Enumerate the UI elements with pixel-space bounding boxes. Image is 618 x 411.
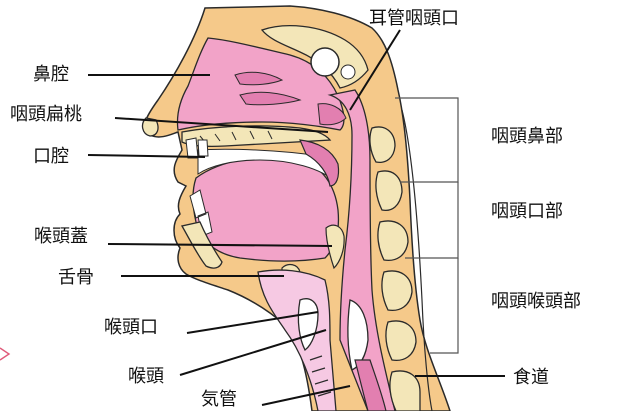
label-larynx: 喉頭 — [128, 366, 164, 387]
left-edge-marker — [0, 348, 9, 360]
label-oropharynx: 咽頭口部 — [491, 201, 563, 222]
label-epiglottis: 喉頭蓋 — [34, 226, 88, 247]
vertebral-body — [378, 221, 408, 260]
label-nasopharynx: 咽頭鼻部 — [491, 126, 563, 147]
larynx-region — [258, 270, 336, 411]
label-laryngopharynx: 咽頭喉頭部 — [491, 291, 581, 312]
label-trachea: 気管 — [201, 389, 237, 410]
label-nasal-cavity: 鼻腔 — [33, 64, 69, 85]
vertebral-body — [370, 127, 395, 162]
label-eustachian-opening: 耳管咽頭口 — [369, 8, 459, 29]
anatomy-illustration — [143, 6, 450, 411]
label-hyoid: 舌骨 — [58, 267, 94, 288]
label-esophagus: 食道 — [513, 367, 549, 388]
label-laryngeal-inlet: 喉頭口 — [104, 317, 158, 338]
laryngopharynx-bracket — [430, 258, 458, 353]
label-pharyngeal-tonsil: 咽頭扁桃 — [10, 104, 82, 125]
sinus-cell — [341, 65, 355, 79]
vertebral-body — [376, 171, 402, 210]
label-oral-cavity: 口腔 — [33, 146, 69, 167]
sphenoid-sinus — [311, 48, 339, 76]
vertebral-body — [382, 271, 412, 310]
vertebral-body — [386, 321, 416, 360]
